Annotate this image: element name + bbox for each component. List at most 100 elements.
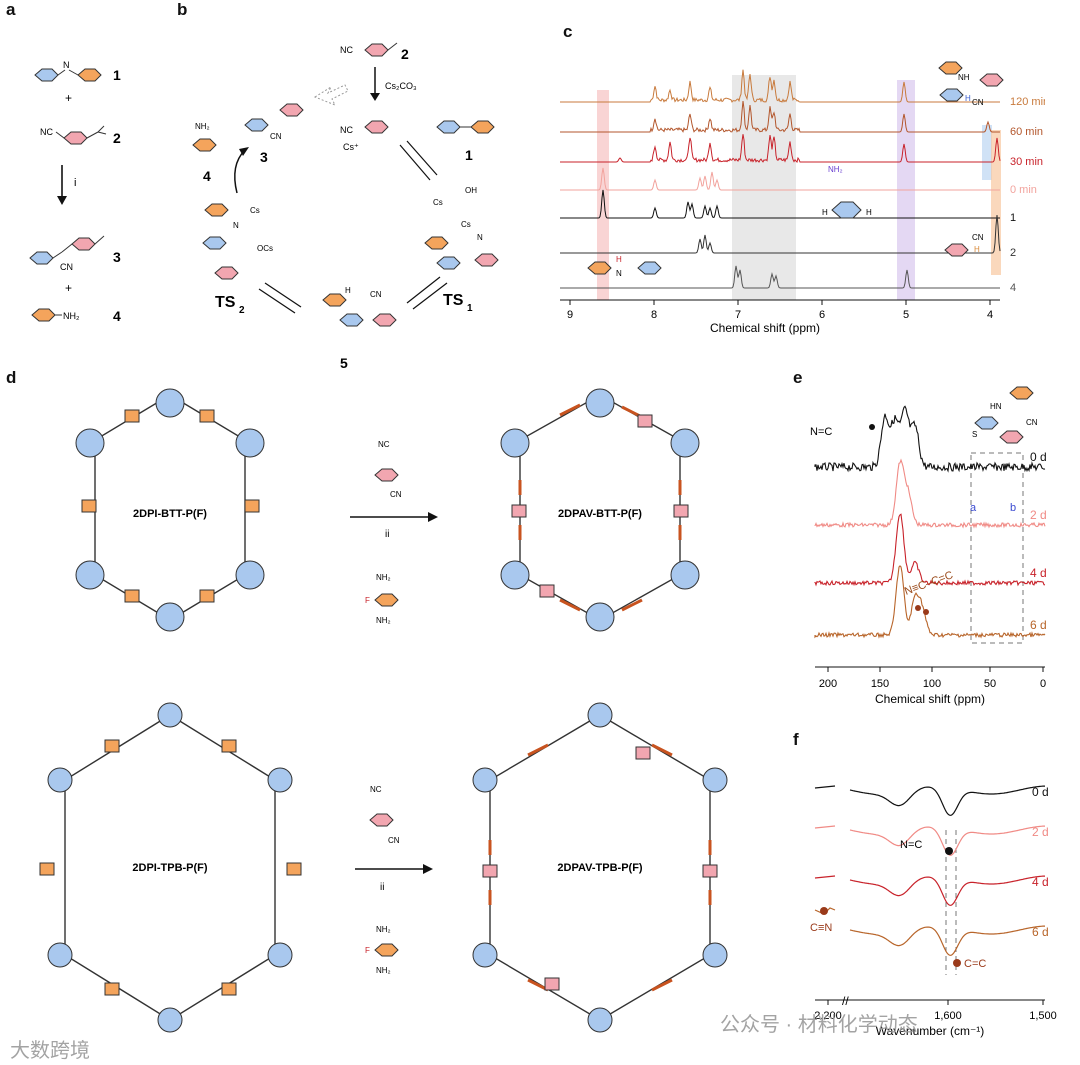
svg-text:H: H (345, 286, 351, 295)
cycle-label-4: 4 (203, 168, 211, 184)
svg-text:Cs: Cs (250, 206, 260, 215)
trace-label: 120 min (1010, 96, 1045, 108)
svg-text:1: 1 (467, 303, 473, 314)
cycle-label-3: 3 (260, 149, 268, 165)
compound-4-structure: NH₂ (31, 308, 80, 322)
annotation-ncc: N≡C–C=C (903, 569, 955, 598)
trace-label: 2 d (1032, 825, 1049, 839)
ir-trace-left (814, 875, 836, 879)
outline-arrow-icon (313, 84, 349, 106)
svg-text:H: H (866, 208, 872, 217)
label-b: b (1010, 502, 1016, 514)
cycle-label-1: 1 (465, 147, 473, 163)
nmr-trace (560, 69, 1000, 103)
svg-text:NH₂: NH₂ (828, 165, 843, 174)
compound-2-structure: NC (40, 125, 107, 145)
nmr-trace (560, 214, 1001, 254)
svg-text:CN: CN (972, 233, 984, 242)
e-inset-structure: HN CN S (972, 386, 1038, 444)
x-tick-label: 4 (987, 309, 993, 321)
nmr-trace (814, 405, 1046, 473)
ir-trace (849, 875, 1045, 906)
cycle-compound-3: CN (244, 103, 304, 141)
trace-label: 0 min (1010, 184, 1037, 196)
svg-text:NH₂: NH₂ (63, 311, 80, 321)
x-tick-label: 6 (819, 309, 825, 321)
svg-text:2: 2 (239, 305, 245, 316)
x-tick-label: 100 (923, 678, 941, 690)
svg-text:NH₂: NH₂ (376, 616, 391, 625)
svg-text:NH₂: NH₂ (376, 573, 391, 582)
nmr-trace (560, 134, 1001, 164)
watermark-right: 公众号 · 材料化学动态 (720, 1014, 918, 1036)
svg-text:Cs: Cs (461, 220, 471, 229)
panel-label-b: b (177, 0, 188, 19)
trace-label: 0 d (1032, 785, 1049, 799)
panel-d-frameworks: 2DPI-BTT-P(F) ii NC CN NH₂ F NH₂ 2DPAV-B… (39, 388, 728, 1033)
trace-label: 0 d (1030, 450, 1047, 464)
svg-text:H: H (822, 208, 828, 217)
cycle-label-5: 5 (340, 355, 348, 371)
svg-text:CN: CN (388, 836, 400, 845)
svg-text:F: F (365, 596, 370, 605)
svg-text:F: F (365, 946, 370, 955)
annotation-nc: N=C (900, 839, 922, 851)
dashed-region-box (970, 452, 1024, 644)
cycle-compound-5: H CN (322, 286, 397, 327)
linker-bottom: NC CN NH₂ F NH₂ (365, 785, 400, 975)
x-tick-label: 5 (903, 309, 909, 321)
trace-label: 4 d (1030, 566, 1047, 580)
highlight-band-blue (982, 125, 992, 180)
svg-text:CN: CN (270, 132, 282, 141)
highlight-band-gray (732, 75, 796, 300)
framework-label-2dpi-btt: 2DPI-BTT-P(F) (133, 508, 207, 520)
label-compound-2: 2 (113, 130, 121, 146)
x-tick-label: 150 (871, 678, 889, 690)
svg-text:CN: CN (60, 262, 73, 272)
svg-text:H: H (965, 94, 971, 103)
plus-2: + (65, 281, 72, 295)
svg-text:Cs⁺: Cs⁺ (343, 142, 359, 152)
svg-text:CN: CN (370, 290, 382, 299)
svg-text:NH₂: NH₂ (376, 966, 391, 975)
panel-a-scheme: N 1 + NC 2 i CN 3 + NH₂ 4 (29, 60, 121, 324)
highlight-band-red (597, 90, 609, 300)
label-a: a (970, 502, 977, 514)
cycle-compound-2: NC (340, 42, 398, 57)
svg-text:N: N (616, 269, 622, 278)
framework-label-2dpi-tpb: 2DPI-TPB-P(F) (132, 862, 208, 874)
framework-label-2dpav-btt: 2DPAV-BTT-P(F) (558, 508, 642, 520)
trace-label: 6 d (1032, 925, 1049, 939)
highlight-band-orange (991, 130, 1001, 275)
svg-text:CN: CN (1026, 418, 1038, 427)
framework-2dpi-btt: 2DPI-BTT-P(F) (75, 388, 265, 632)
nmr-trace (814, 513, 1046, 587)
nmr-trace (560, 265, 1000, 289)
annotation-nc: N=C (810, 426, 832, 438)
svg-text:Cs: Cs (433, 198, 443, 207)
panel-b-cycle: NC 2 Cs₂CO₃ NC Cs⁺ 1 Cs OH Cs N TS 1 H C… (192, 42, 499, 371)
ir-trace (849, 925, 1045, 956)
condition-i: i (74, 177, 76, 189)
svg-text:CN: CN (972, 98, 984, 107)
panel-label-f: f (793, 730, 799, 749)
cycle-label-2: 2 (401, 46, 409, 62)
nmr-inset-aniline: NH₂ H H (822, 165, 872, 219)
trace-label: 4 (1010, 282, 1016, 294)
trace-label: 2 d (1030, 508, 1047, 522)
x-tick-label: 1,500 (1029, 1010, 1057, 1022)
x-tick-label: 8 (651, 309, 657, 321)
x-tick-label: 9 (567, 309, 573, 321)
svg-text:NC: NC (370, 785, 382, 794)
label-compound-1: 1 (113, 67, 121, 83)
ts1-intermediate: Cs OH Cs N (424, 186, 499, 270)
linker-top: NC CN NH₂ F NH₂ (365, 440, 402, 625)
svg-text:NC: NC (340, 125, 353, 135)
nmr-trace (560, 101, 1000, 133)
x-tick-label: 50 (984, 678, 996, 690)
condition-ii-top: ii (385, 529, 389, 540)
nmr-inset-nitrile: CN H (944, 233, 984, 257)
